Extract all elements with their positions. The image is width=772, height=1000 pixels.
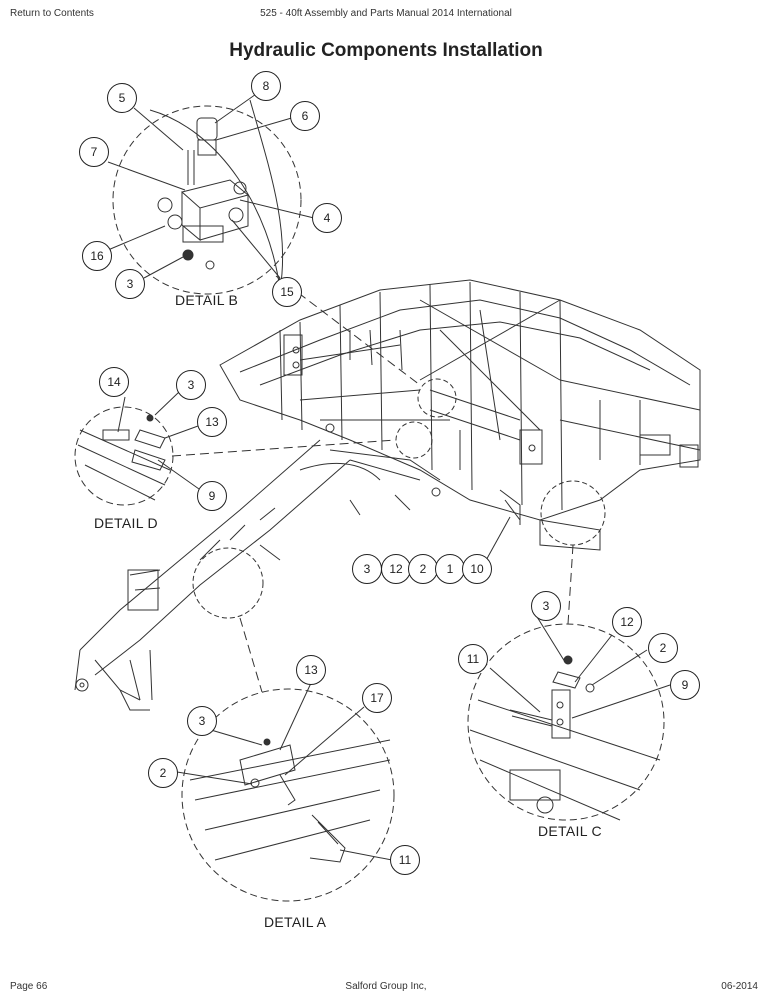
- callout-d-item: 14: [99, 367, 129, 397]
- callout-main-item: 1: [435, 554, 465, 584]
- callout-a-item: 13: [296, 655, 326, 685]
- return-to-contents-link[interactable]: Return to Contents: [10, 8, 94, 19]
- detail-c-label: DETAIL C: [538, 823, 602, 839]
- manual-title: 525 - 40ft Assembly and Parts Manual 201…: [260, 8, 512, 19]
- page-number: Page 66: [10, 981, 48, 992]
- callout-b-item: 5: [107, 83, 137, 113]
- detail-b-circle: [112, 105, 302, 295]
- callout-main-item: 2: [408, 554, 438, 584]
- callout-c-item: 3: [531, 591, 561, 621]
- callout-b-item: 6: [290, 101, 320, 131]
- callout-c-item: 12: [612, 607, 642, 637]
- callout-b-item: 3: [115, 269, 145, 299]
- detail-c-bracket-drawing: [469, 655, 661, 821]
- callout-c-item: 11: [458, 644, 488, 674]
- detail-b-valve-drawing: [149, 99, 284, 291]
- callout-main-item: 10: [462, 554, 492, 584]
- callout-c-item: 9: [670, 670, 700, 700]
- detail-d-label: DETAIL D: [94, 515, 158, 531]
- company-name: Salford Group Inc,: [345, 981, 427, 992]
- callout-b-item: 16: [82, 241, 112, 271]
- callout-a-item: 17: [362, 683, 392, 713]
- callout-b-item: 4: [312, 203, 342, 233]
- detail-d-bracket-drawing: [77, 414, 171, 501]
- callout-d-item: 3: [176, 370, 206, 400]
- callout-a-item: 11: [390, 845, 420, 875]
- detail-c-circle: [467, 623, 665, 821]
- machine-frame-drawing: [74, 279, 701, 711]
- callout-a-item: 3: [187, 706, 217, 736]
- callout-d-item: 9: [197, 481, 227, 511]
- callout-b-item: 7: [79, 137, 109, 167]
- footer-date: 06-2014: [721, 981, 758, 992]
- detail-a-circle: [181, 688, 395, 902]
- detail-a-bracket-drawing: [189, 738, 391, 863]
- callout-b-item: 15: [272, 277, 302, 307]
- callout-c-item: 2: [648, 633, 678, 663]
- callout-a-item: 2: [148, 758, 178, 788]
- detail-a-label: DETAIL A: [264, 914, 327, 930]
- page-title: Hydraulic Components Installation: [229, 40, 543, 61]
- detail-b-label: DETAIL B: [175, 292, 239, 308]
- callout-d-item: 13: [197, 407, 227, 437]
- detail-d-circle: [74, 406, 174, 506]
- callout-b-item: 8: [251, 71, 281, 101]
- callout-main-item: 3: [352, 554, 382, 584]
- callout-main-item: 12: [381, 554, 411, 584]
